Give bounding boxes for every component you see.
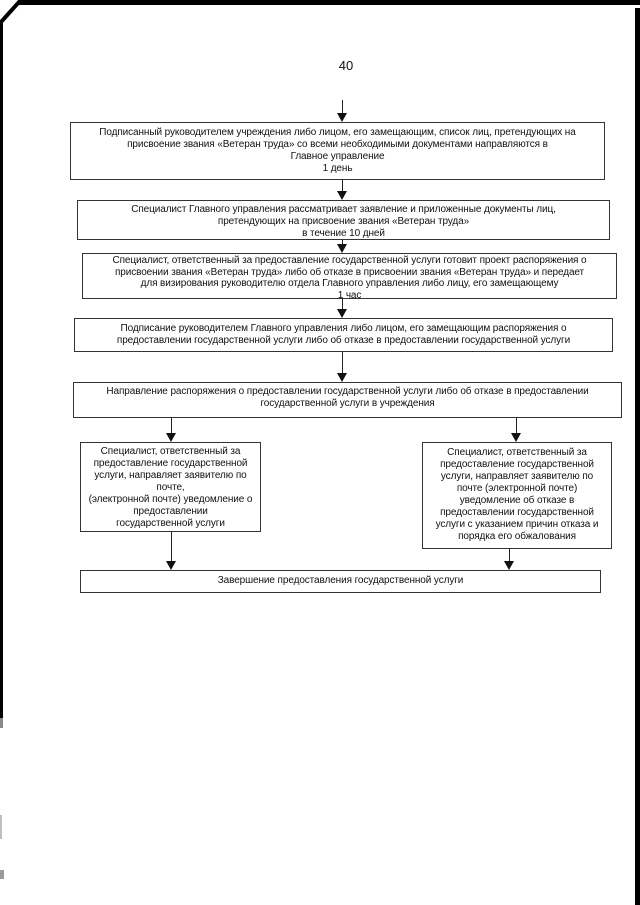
scan-edge-left xyxy=(0,20,3,718)
scan-edge-right xyxy=(635,8,640,905)
flow-step-prepare-draft: Специалист, ответственный за предоставле… xyxy=(82,253,617,301)
connector-line xyxy=(342,352,343,374)
arrow-down-icon xyxy=(337,113,347,122)
flow-branch-notify-approval: Специалист, ответственный за предоставле… xyxy=(80,442,261,532)
scan-edge-top xyxy=(18,0,640,5)
connector-line xyxy=(342,240,343,245)
connector-line xyxy=(342,180,343,192)
flow-step-review-documents: Специалист Главного управления рассматри… xyxy=(77,200,610,240)
arrow-down-icon xyxy=(511,433,521,442)
connector-line-branch-left xyxy=(171,418,172,434)
arrow-down-icon xyxy=(504,561,514,570)
flow-end-service-complete: Завершение предоставления государственно… xyxy=(80,570,601,593)
arrow-down-icon xyxy=(337,373,347,382)
flow-branch-notify-refusal: Специалист, ответственный за предоставле… xyxy=(422,442,612,549)
arrow-down-icon xyxy=(337,309,347,318)
flow-step-sign-order: Подписание руководителем Главного управл… xyxy=(74,318,613,352)
scan-artifact xyxy=(0,718,3,728)
connector-line xyxy=(342,299,343,310)
connector-line xyxy=(342,100,343,114)
connector-line-right-to-end xyxy=(509,549,510,562)
scan-edge-corner-diagonal xyxy=(0,0,22,24)
arrow-down-icon xyxy=(166,433,176,442)
scan-artifact xyxy=(0,815,2,839)
flow-step-submit-list: Подписанный руководителем учреждения либ… xyxy=(70,122,605,180)
connector-line-branch-right xyxy=(516,418,517,434)
arrow-down-icon xyxy=(337,191,347,200)
arrow-down-icon xyxy=(337,244,347,253)
connector-line-left-to-end xyxy=(171,532,172,562)
page-number: 40 xyxy=(338,58,354,73)
arrow-down-icon xyxy=(166,561,176,570)
flow-step-send-order: Направление распоряжения о предоставлени… xyxy=(73,382,622,418)
scan-artifact xyxy=(0,870,4,879)
